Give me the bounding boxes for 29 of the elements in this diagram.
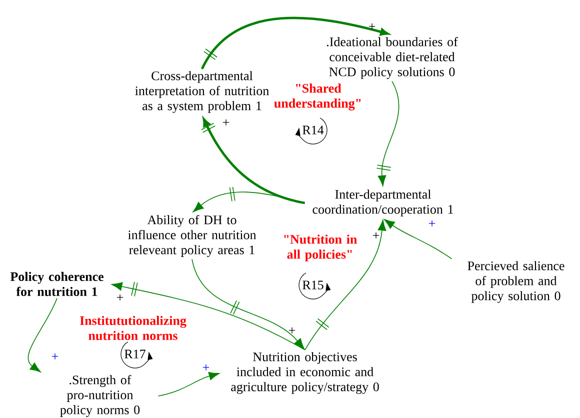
arrow [28, 298, 58, 372]
loop-label: R17 [124, 350, 146, 358]
loop-label: Institututionalizing nutrition norms [80, 316, 186, 340]
polarity-sign: + [288, 327, 296, 334]
variable-label: Inter-departmental coordination/cooperation 1 [312, 190, 453, 216]
variable-label: Nutrition objectives included in economic and agriculture policy/strategy 0 [231, 352, 379, 394]
arrow [158, 372, 220, 396]
polarity-sign: + [52, 353, 58, 360]
polarity-sign: + [116, 294, 124, 300]
polarity-sign: + [428, 220, 436, 226]
variable-label: Cross-departmental interpretation of nutrition as a system problem 1 [135, 71, 269, 113]
variable-label: Ability of DH to influence other nutrition releveant policy areas 1 [128, 215, 256, 257]
polarity-sign: + [202, 364, 210, 370]
arrow [304, 220, 386, 350]
polarity-sign: + [372, 232, 380, 238]
arrow [192, 258, 304, 350]
variable-label: Percieved salience of problem and policy solution 0 [468, 261, 564, 303]
arrow [376, 80, 400, 186]
loop-label: "Nutrition in all policies" [284, 234, 357, 262]
loop-label: R15 [302, 280, 324, 290]
loop-label: "Shared understanding" [274, 84, 361, 110]
variable-label: .Strength of pro-nutrition policy norms 0 [60, 375, 140, 417]
variable-label: Policy coherence for nutrition 1 [10, 272, 104, 296]
arrow [111, 282, 306, 350]
arrow [192, 186, 306, 212]
arrow [201, 118, 306, 204]
polarity-sign: + [222, 119, 230, 126]
loop-label: R14 [302, 126, 324, 134]
arrow [384, 219, 452, 260]
